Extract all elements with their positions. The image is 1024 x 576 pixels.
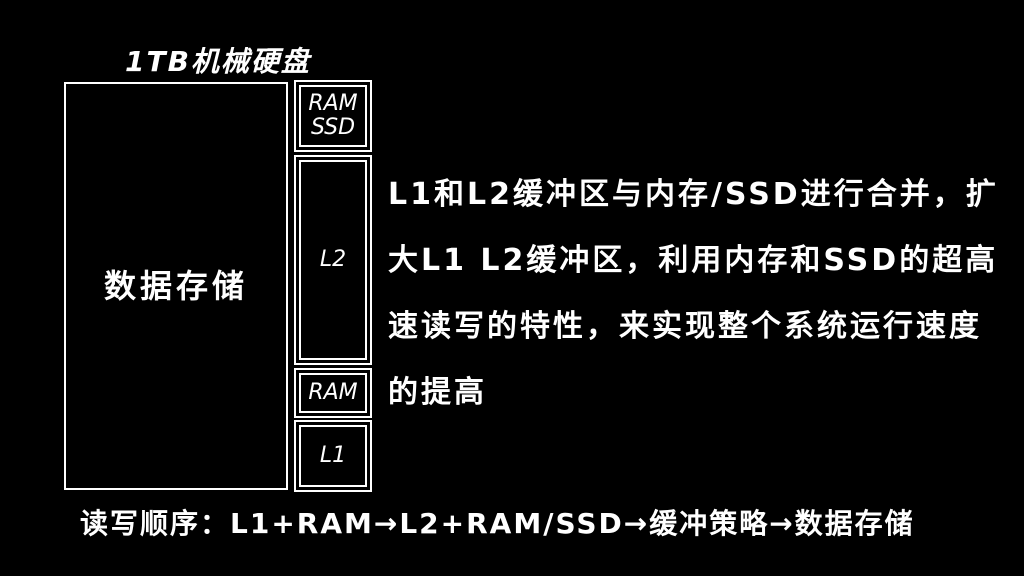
ram-ssd-inner: RAM SSD [299, 85, 367, 147]
read-write-order: 读写顺序：L1+RAM→L2+RAM/SSD→缓冲策略→数据存储 [80, 507, 915, 540]
l1-block: L1 [294, 420, 372, 492]
ram-ssd-block: RAM SSD [294, 80, 372, 152]
ram-label: RAM [308, 380, 358, 405]
l1-label: L1 [319, 443, 347, 468]
description-text: L1和L2缓冲区与内存/SSD进行合并，扩大L1 L2缓冲区，利用内存和SSD的… [388, 177, 999, 410]
ram-block: RAM [294, 368, 372, 418]
l1-inner: L1 [299, 425, 367, 487]
l2-inner: L2 [299, 160, 367, 360]
l2-block: L2 [294, 155, 372, 365]
ram-ssd-label: RAM SSD [308, 91, 358, 140]
data-storage-block: 数据存储 [64, 82, 288, 490]
disk-title: 1TB机械硬盘 [125, 45, 311, 78]
data-storage-label: 数据存储 [103, 267, 248, 305]
data-storage-inner: 数据存储 [69, 87, 283, 485]
l2-label: L2 [319, 247, 347, 272]
ram-inner: RAM [299, 373, 367, 413]
